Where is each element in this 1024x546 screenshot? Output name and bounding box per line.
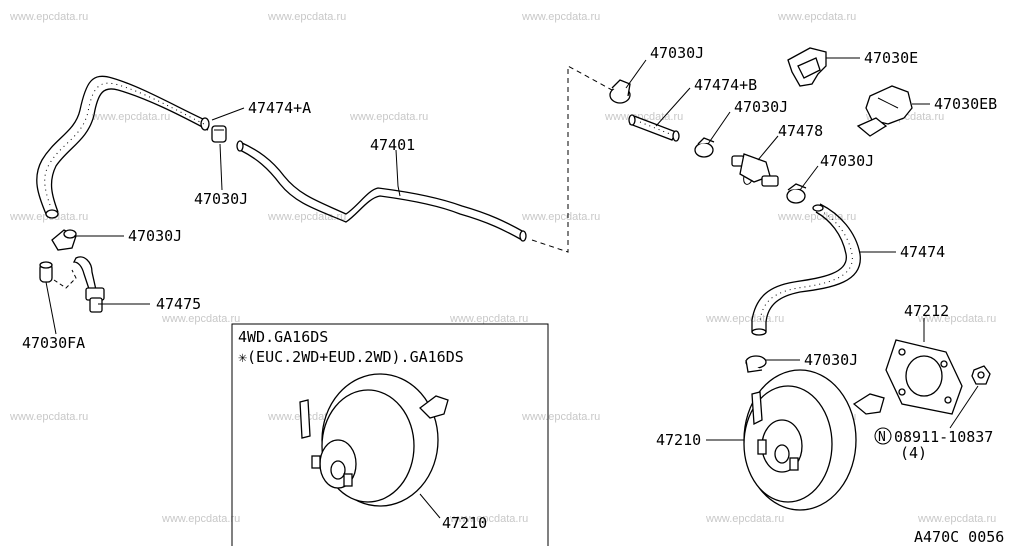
watermark: www.epcdata.ru: [267, 11, 346, 23]
label-47030eb: 47030EB: [934, 95, 997, 113]
label-47474b: 47474+B: [694, 76, 757, 94]
label-47401: 47401: [370, 136, 415, 154]
label-47030fa: 47030FA: [22, 334, 85, 352]
nut-08911-10837: [971, 365, 991, 385]
watermark: www.epcdata.ru: [9, 411, 88, 423]
label-bolt-qty: (4): [900, 444, 927, 462]
brake-booster-47210-box: [299, 373, 449, 507]
fitting-47030fa: [39, 261, 53, 283]
label-47030j-left-lower: 47030J: [128, 227, 182, 245]
label-47030e: 47030E: [864, 49, 918, 67]
clip-47030j-left: [211, 125, 227, 143]
part-labels: 47474+A 47030J 47401 47030J 47475 47030F…: [22, 44, 1004, 546]
hose-47474a: [36, 75, 210, 219]
clip-47030j-right: [786, 183, 807, 204]
leader-lines: [45, 57, 979, 519]
label-47475: 47475: [156, 295, 201, 313]
connector-47475: [53, 256, 105, 313]
label-47030j-right: 47030J: [820, 152, 874, 170]
label-47210-box: 47210: [442, 514, 487, 532]
watermark: www.epcdata.ru: [449, 313, 528, 325]
watermark: www.epcdata.ru: [161, 313, 240, 325]
label-47030j-booster: 47030J: [804, 351, 858, 369]
label-47474a: 47474+A: [248, 99, 311, 117]
watermark: www.epcdata.ru: [161, 513, 240, 525]
watermark: www.epcdata.ru: [917, 513, 996, 525]
diagram-code: A470C 0056: [914, 528, 1004, 546]
watermark: www.epcdata.ru: [917, 313, 996, 325]
clip-47030j-booster: [745, 355, 767, 373]
gasket-47212: [885, 339, 963, 415]
variant-line-2: ✳(EUC.2WD+EUD.2WD).GA16DS: [238, 348, 464, 366]
label-08911-10837: 08911-10837: [894, 428, 993, 446]
watermark: www.epcdata.ru: [449, 513, 528, 525]
label-47030j-left-clip: 47030J: [194, 190, 248, 208]
bolt-symbol: N: [878, 430, 886, 445]
label-47212: 47212: [904, 302, 949, 320]
watermark: www.epcdata.ru: [705, 513, 784, 525]
clip-47030j-left-lower: [51, 229, 77, 251]
dashed-routing-line: [531, 65, 613, 253]
watermark: www.epcdata.ru: [705, 313, 784, 325]
brake-booster-47210-right: [743, 369, 885, 511]
hose-47401: [236, 140, 527, 242]
label-47478: 47478: [778, 122, 823, 140]
clip-47030j-mid: [694, 137, 715, 158]
watermark: www.epcdata.ru: [521, 11, 600, 23]
check-valve-47478: [731, 153, 779, 187]
variant-line-1: 4WD.GA16DS: [238, 328, 328, 346]
watermark: www.epcdata.ru: [521, 411, 600, 423]
watermark: www.epcdata.ru: [349, 111, 428, 123]
variant-box: 4WD.GA16DS ✳(EUC.2WD+EUD.2WD).GA16DS: [231, 323, 549, 546]
clip-47030j-top: [609, 79, 631, 104]
watermark: www.epcdata.ru: [604, 111, 683, 123]
label-47030j-top: 47030J: [650, 44, 704, 62]
hose-47474b: [628, 114, 680, 142]
label-47474: 47474: [900, 243, 945, 261]
label-47210-right: 47210: [656, 431, 701, 449]
bracket-47030e: [787, 47, 827, 87]
watermark: www.epcdata.ru: [9, 11, 88, 23]
watermark: www.epcdata.ru: [91, 111, 170, 123]
label-47030j-mid: 47030J: [734, 98, 788, 116]
hose-47474: [751, 203, 861, 336]
watermark: www.epcdata.ru: [521, 211, 600, 223]
bolt-callout: N 08911-10837 (4): [874, 427, 993, 462]
watermark: www.epcdata.ru: [777, 11, 856, 23]
bracket-47030eb: [856, 85, 913, 137]
